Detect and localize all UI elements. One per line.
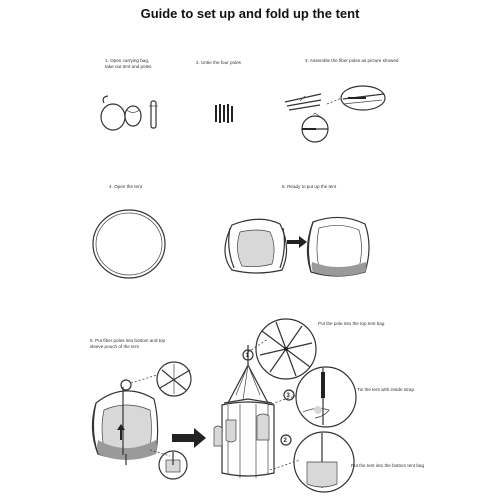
step-4-caption: 4. Open the tent (109, 184, 142, 189)
callout-strap-caption: Tie the tent with inside strap (357, 387, 415, 392)
step-3-caption: 3. Assemble the fiber poles as picture s… (305, 58, 399, 63)
step-2-caption: 2. Untie the four poles (196, 60, 241, 65)
step-2-illustration (215, 104, 233, 123)
callout-strap: 3 (283, 366, 357, 428)
step-5-caption: 5. Ready to put up the tent (282, 184, 337, 189)
callout-badge-3: 3 (287, 393, 291, 399)
callout-top-bag: 1 (242, 318, 317, 380)
step-1-illustration (100, 95, 158, 131)
guide-title: Guide to set up and fold up the tent (140, 6, 360, 21)
step-4-illustration (92, 209, 166, 279)
callout-badge-2: 2 (284, 438, 288, 444)
callout-bottom-bag: 2 (280, 431, 355, 493)
step-6-illustration (91, 361, 206, 480)
step-5-illustration (224, 216, 370, 277)
callout-badge-1: 1 (246, 353, 250, 359)
callout-top-bag-caption: Put the pole into the top tent bag (318, 321, 385, 326)
step-6-caption: 6. Put fiber poles into bottom and top s… (90, 338, 166, 349)
castle-tent-illustration (213, 338, 301, 478)
step-1-caption: 1. Open carrying bag, take out tent and … (105, 58, 152, 69)
step-3-illustration (284, 85, 386, 143)
callout-bottom-bag-caption: Put the tent into the bottom tent bag (351, 463, 425, 468)
